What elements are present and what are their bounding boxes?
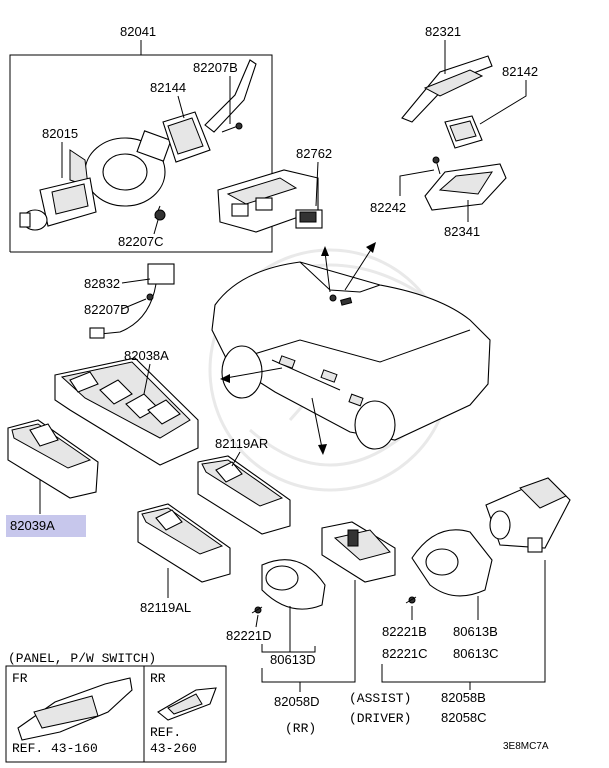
rear-left-window-switch — [137, 503, 231, 583]
label-80613B: 80613B — [453, 624, 498, 639]
label-82058C: 82058C — [441, 710, 487, 725]
label-82041: 82041 — [120, 24, 156, 39]
label-82207D: 82207D — [84, 302, 130, 317]
label-82207B: 82207B — [193, 60, 238, 75]
wiper-switch-part — [162, 59, 257, 163]
clock-spring-part — [69, 130, 172, 207]
label-assist: (ASSIST) — [349, 691, 411, 706]
label-82832: 82832 — [84, 276, 120, 291]
label-rr: (RR) — [285, 721, 316, 736]
steering-column-switch-group — [9, 40, 273, 253]
label-80613D: 80613D — [270, 652, 316, 667]
label-82015: 82015 — [42, 126, 78, 141]
rear-door-lamp-part — [261, 521, 396, 610]
main-power-window-switch — [54, 357, 199, 466]
label-82058D: 82058D — [274, 694, 320, 709]
label-82207C: 82207C — [118, 234, 164, 249]
column-switch-part — [19, 177, 97, 231]
inset-rr-header: RR — [150, 671, 166, 686]
sensor-82832-part — [89, 263, 175, 339]
highlight-82039A — [6, 515, 86, 537]
screw-82207D — [146, 293, 154, 301]
inset-panel-pw-switch: (PANEL, P/W SWITCH) FR RR REF. 43-160 RE… — [5, 651, 227, 763]
label-driver: (DRIVER) — [349, 711, 411, 726]
label-82221C: 82221C — [382, 646, 428, 661]
label-80613C: 80613C — [453, 646, 499, 661]
arrows — [220, 242, 376, 455]
relay-82762-part — [295, 209, 323, 229]
screw-82242 — [432, 156, 441, 175]
label-82119AL: 82119AL — [140, 600, 191, 615]
inset-fr-ref: REF. 43-160 — [12, 741, 98, 756]
inset-rr-ref-1: REF. — [150, 725, 181, 740]
front-door-lamp-part — [411, 477, 571, 597]
label-82142: 82142 — [502, 64, 538, 79]
label-82242: 82242 — [370, 200, 406, 215]
label-82039A[interactable]: 82039A — [10, 518, 55, 533]
screw-82207C — [154, 205, 166, 221]
passenger-window-switch — [7, 419, 99, 499]
diagram-code: 3E8MC7A — [503, 741, 549, 752]
inset-title: (PANEL, P/W SWITCH) — [8, 651, 156, 666]
label-82144: 82144 — [150, 80, 186, 95]
inset-rr-ref-2: 43-260 — [150, 741, 197, 756]
screw-82207B — [221, 122, 243, 133]
label-82038A: 82038A — [124, 348, 169, 363]
rear-right-window-switch — [197, 455, 291, 535]
inset-fr-header: FR — [12, 671, 28, 686]
sensor-82142-part — [444, 115, 483, 149]
cover-82341-part — [424, 163, 507, 211]
vehicle-body — [211, 261, 491, 450]
label-82119AR: 82119AR — [215, 436, 268, 451]
label-82058B: 82058B — [441, 690, 486, 705]
label-82321: 82321 — [425, 24, 461, 39]
label-82221B: 82221B — [382, 624, 427, 639]
label-82341: 82341 — [444, 224, 480, 239]
label-82221D: 82221D — [226, 628, 272, 643]
bracket-82321-part — [401, 55, 493, 123]
label-82762: 82762 — [296, 146, 332, 161]
